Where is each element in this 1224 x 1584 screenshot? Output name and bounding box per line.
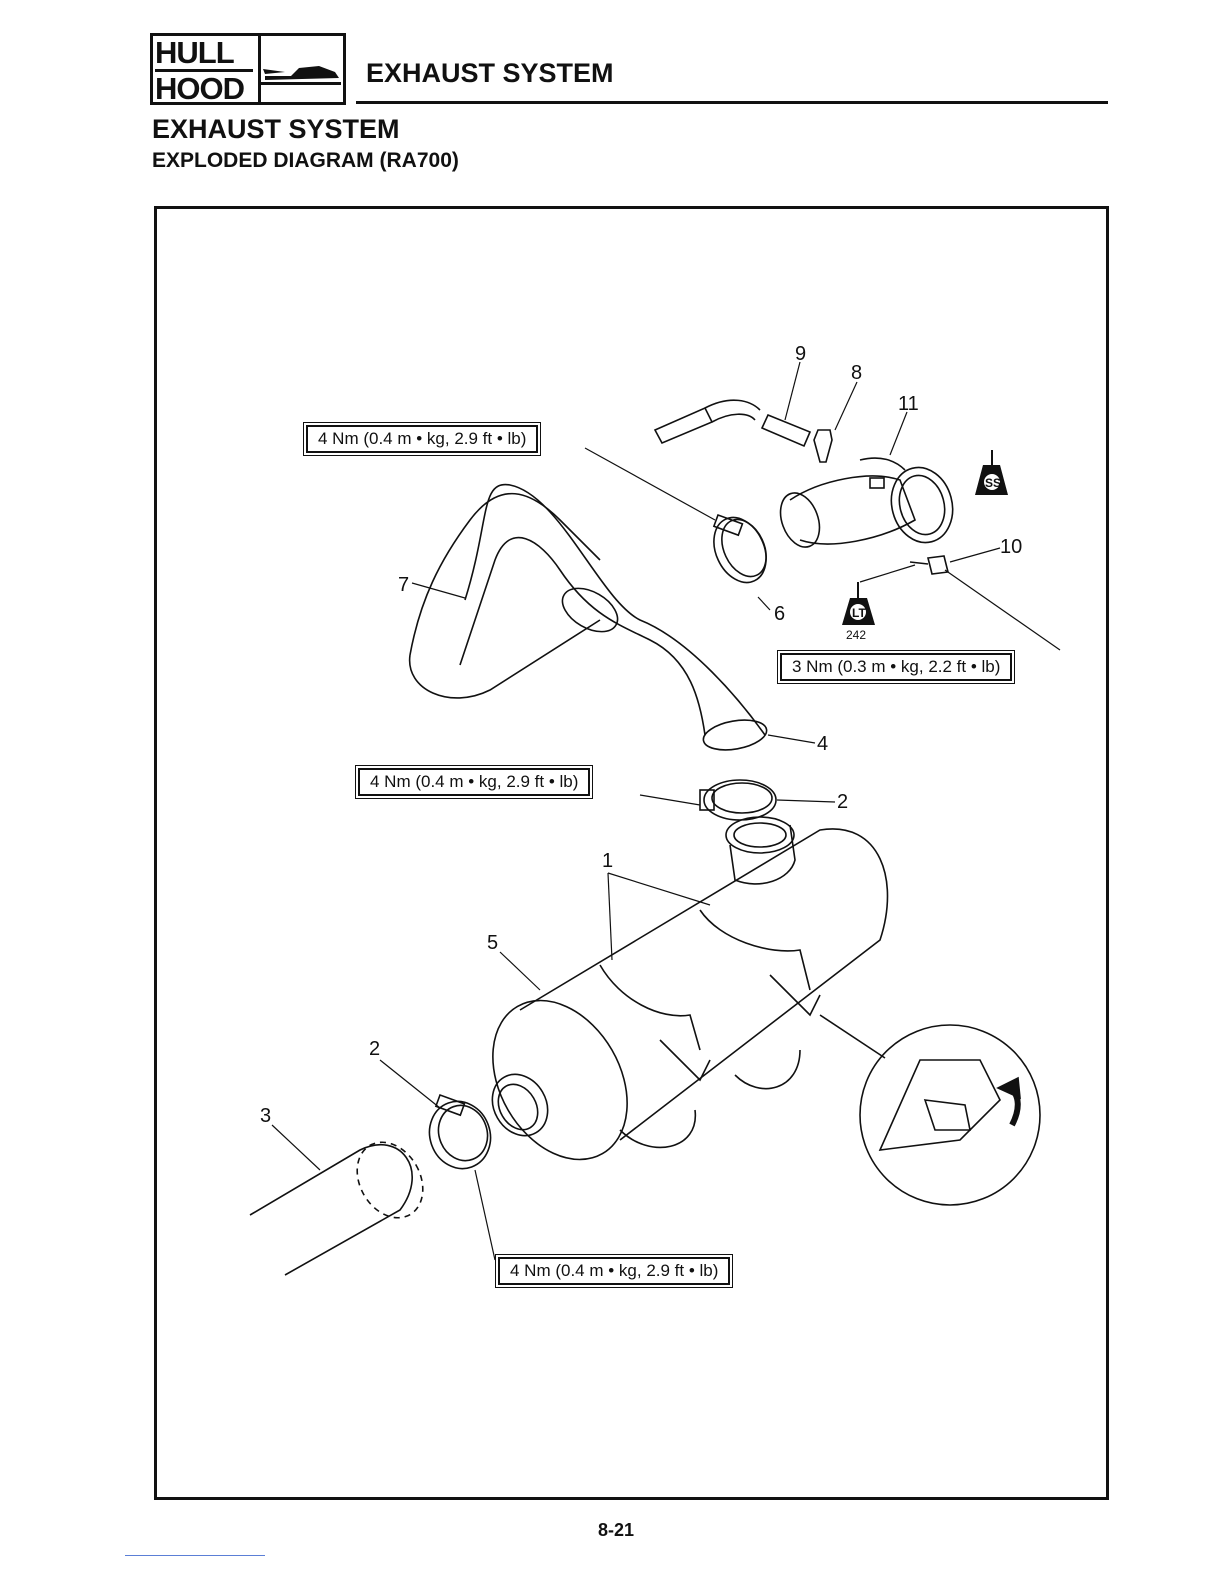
sealant-code: SS (985, 476, 1001, 490)
hose-clamp-6 (704, 509, 776, 591)
callout-10: 10 (1000, 536, 1022, 559)
hose-clamp-2-bottom (420, 1093, 500, 1177)
callout-1: 1 (602, 850, 613, 873)
torque-spec-bolt-10: 3 Nm (0.3 m • kg, 2.2 ft • lb) (780, 653, 1012, 681)
torque-spec-clamp-2-bottom: 4 Nm (0.4 m • kg, 2.9 ft • lb) (498, 1257, 730, 1285)
small-hose (655, 400, 810, 446)
threadlock-number: 242 (846, 628, 866, 642)
mount-bands (620, 1050, 800, 1147)
callout-5: 5 (487, 932, 498, 955)
muffler (466, 817, 888, 1184)
torque-spec-clamp-6: 4 Nm (0.4 m • kg, 2.9 ft • lb) (306, 425, 538, 453)
callout-9: 9 (795, 343, 806, 366)
callout-4: 4 (817, 733, 828, 756)
callout-3: 3 (260, 1105, 271, 1128)
callout-2-top: 2 (837, 791, 848, 814)
callout-6: 6 (774, 603, 785, 626)
callout-11: 11 (898, 393, 919, 416)
callout-8: 8 (851, 362, 862, 385)
hose-clamp-2-top (700, 780, 776, 820)
footer-rule (125, 1555, 265, 1556)
detail-view (820, 1015, 1040, 1205)
water-lock-joint (774, 458, 961, 552)
exhaust-hose-3 (250, 1130, 436, 1275)
hose-clip-8 (814, 430, 832, 462)
torque-spec-clamp-2-top: 4 Nm (0.4 m • kg, 2.9 ft • lb) (358, 768, 590, 796)
arrow-icon (998, 1078, 1020, 1125)
callout-7: 7 (398, 574, 409, 597)
page-number: 8-21 (598, 1520, 634, 1541)
callout-2-bottom: 2 (369, 1038, 380, 1061)
threadlock-code: LT (852, 606, 866, 620)
bolt-10 (910, 556, 948, 574)
